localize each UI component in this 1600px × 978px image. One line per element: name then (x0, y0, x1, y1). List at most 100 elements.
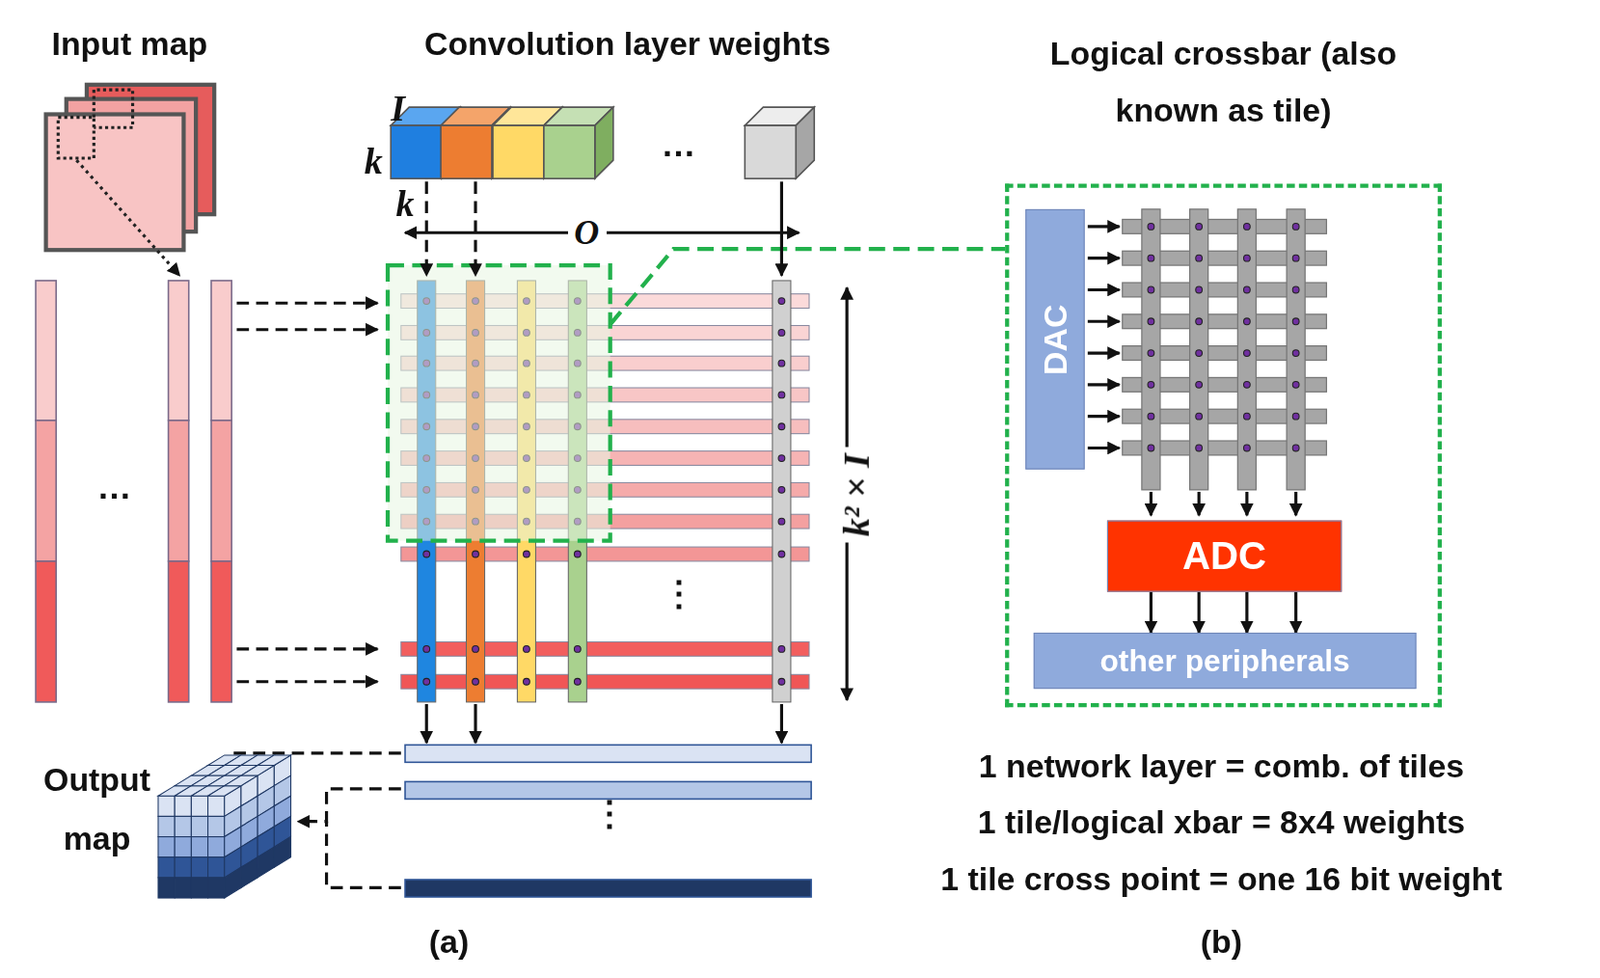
input-map-stack (57, 117, 94, 159)
cross-point (1195, 412, 1203, 420)
cross-point (778, 550, 786, 558)
column-arrow (1294, 491, 1298, 516)
weight-cube (595, 107, 614, 179)
output-leader (326, 821, 402, 889)
label-text: ⋮ (661, 574, 697, 615)
cross-point (472, 677, 480, 685)
tile-box: Logical crossbar (also known as tile)DAC… (1004, 183, 1442, 707)
input-arrow (236, 647, 378, 651)
cross-point (1195, 222, 1203, 230)
input-column (35, 280, 56, 421)
weight-cube (440, 125, 492, 179)
input-map-stack (93, 89, 133, 128)
output-cube (190, 795, 208, 816)
weight-arrow (473, 181, 477, 275)
cross-point (423, 550, 431, 558)
cross-point (1147, 412, 1155, 420)
cross-point (1195, 286, 1203, 294)
cross-point (1292, 222, 1300, 230)
output-cube (158, 815, 175, 837)
crossbar-row (401, 674, 810, 689)
input-column (35, 561, 56, 703)
output-cube (174, 837, 191, 858)
label-text: k (364, 140, 383, 184)
cross-point (778, 677, 786, 685)
cross-point (573, 677, 581, 685)
cross-point (1195, 380, 1203, 388)
cross-point (472, 646, 480, 653)
cross-point (1243, 286, 1250, 294)
cross-point (423, 646, 431, 653)
cross-point (1243, 254, 1250, 262)
cross-point (1147, 318, 1155, 326)
dac-arrow (1087, 320, 1120, 324)
cross-point (423, 677, 431, 685)
label-text: I (390, 87, 406, 131)
label-text: … (97, 467, 133, 508)
cross-point (778, 455, 786, 462)
label-text: O (568, 212, 606, 252)
cross-point (1292, 286, 1300, 294)
tile-column (1190, 209, 1209, 490)
cross-point (1243, 444, 1250, 452)
input-map-stack (76, 160, 180, 276)
output-cube (257, 846, 274, 878)
label-text: Convolution layer weights (424, 25, 831, 63)
cross-point (573, 550, 581, 558)
zoom-leader (610, 248, 1005, 325)
crossbar-row (401, 546, 810, 562)
weight-cube (744, 125, 796, 179)
output-cube (224, 775, 258, 787)
input-arrow (236, 327, 378, 331)
output-cube (158, 877, 175, 898)
output-cube (241, 765, 274, 777)
cross-point (1243, 350, 1250, 357)
connector-arrow (1197, 592, 1201, 633)
cross-point (1147, 350, 1155, 357)
cross-point (778, 329, 786, 337)
column-arrow (1149, 491, 1153, 516)
output-cube (190, 857, 208, 878)
crossbar-column (772, 280, 791, 703)
output-arrow (780, 704, 784, 743)
cross-point (1195, 350, 1203, 357)
cross-point (573, 646, 581, 653)
output-arrow (473, 704, 477, 743)
output-bar (405, 879, 812, 897)
cross-point (778, 423, 786, 431)
output-cube (208, 837, 225, 858)
output-cube (190, 837, 208, 858)
label-text: (a) (429, 922, 469, 961)
output-cube (158, 857, 175, 878)
output-cube (273, 837, 291, 868)
label-text: 1 tile/logical xbar = 8x4 weights (977, 804, 1465, 842)
connector-arrow (1149, 592, 1153, 633)
input-arrow (236, 301, 378, 305)
dac-box: DAC (1025, 209, 1085, 470)
cross-point (778, 646, 786, 653)
output-cube (174, 795, 191, 816)
output-bar (405, 744, 812, 762)
cross-point (778, 359, 786, 367)
tile-column (1141, 209, 1161, 490)
cross-point (1195, 318, 1203, 326)
output-cube (158, 837, 175, 858)
crossbar-row (401, 641, 810, 656)
output-cube (257, 755, 291, 766)
input-column (35, 420, 56, 562)
cross-point (1243, 412, 1250, 420)
dac-arrow (1087, 288, 1120, 292)
cross-point (1292, 412, 1300, 420)
cross-point (523, 677, 531, 685)
output-cube (190, 877, 208, 898)
cross-point (1243, 222, 1250, 230)
cross-point (1292, 350, 1300, 357)
tile-highlight (387, 265, 611, 542)
output-leader (298, 788, 402, 822)
output-cube (208, 857, 225, 878)
input-column (168, 420, 190, 562)
cross-point (1147, 222, 1155, 230)
dac-arrow (1087, 256, 1120, 260)
cross-point (523, 550, 531, 558)
